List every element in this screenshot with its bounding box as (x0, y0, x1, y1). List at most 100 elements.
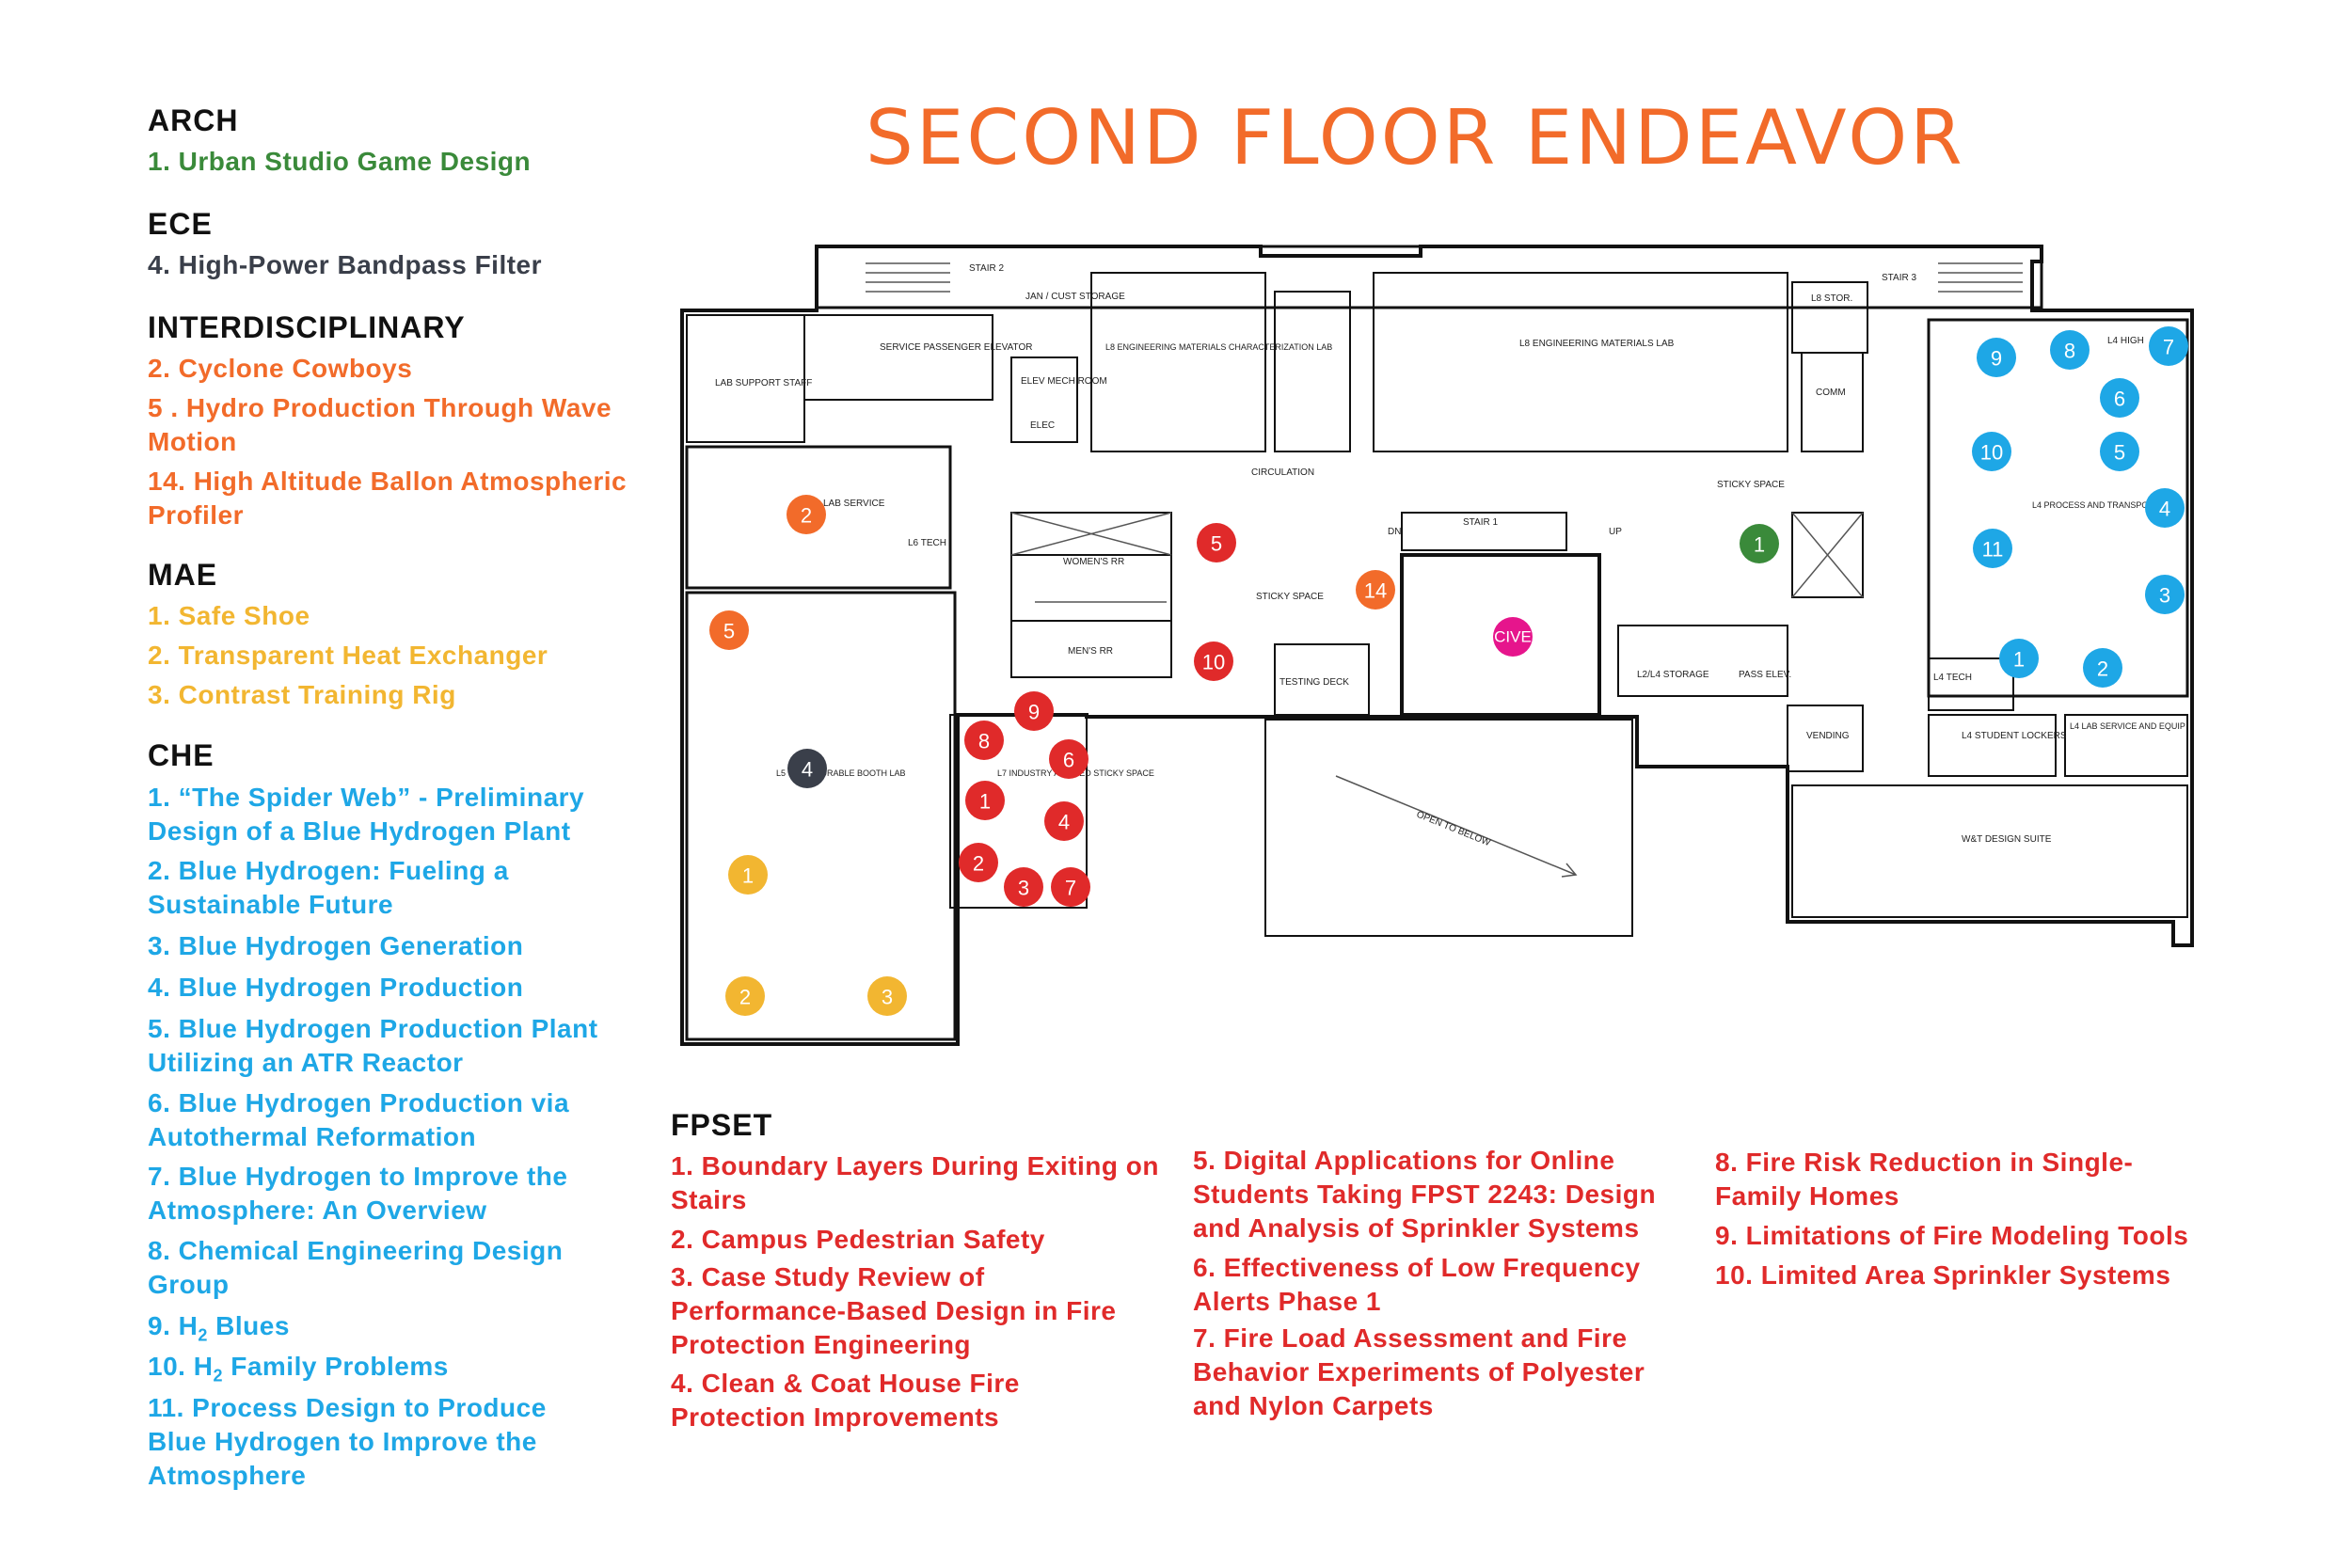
marker-che-8[interactable]: 8 (2050, 330, 2090, 370)
che-item-8: 8. Chemical Engineering Design Group (148, 1236, 564, 1299)
marker-che-6[interactable]: 6 (2100, 378, 2139, 418)
marker-label: 6 (2114, 388, 2125, 411)
marker-fpset-9[interactable]: 9 (1014, 691, 1054, 731)
marker-label: 2 (801, 504, 812, 528)
fpset-item-7: 7. Fire Load Assessment and Fire Behavio… (1193, 1323, 1645, 1420)
marker-fpset-5[interactable]: 5 (1197, 523, 1236, 562)
fpset-item-8: 8. Fire Risk Reduction in Single-Family … (1715, 1148, 2134, 1211)
marker-che-5[interactable]: 5 (2100, 432, 2139, 471)
marker-label: 10 (1202, 651, 1225, 674)
fpset-item-6: 6. Effectiveness of Low Frequency Alerts… (1193, 1253, 1641, 1316)
che-item-4: 4. Blue Hydrogen Production (148, 973, 524, 1002)
fpset-item-2: 2. Campus Pedestrian Safety (671, 1225, 1045, 1254)
marker-mae-1[interactable]: 1 (728, 855, 768, 895)
room-label-l8-stor: L8 STOR. (1811, 293, 1852, 304)
marker-label: 5 (723, 620, 735, 643)
marker-fpset-8[interactable]: 8 (964, 721, 1004, 760)
room-label-womens-rr: WOMEN'S RR (1063, 557, 1124, 567)
room-label-l8-characterization: L8 ENGINEERING MATERIALS CHARACTERIZATIO… (1105, 342, 1332, 352)
marker-label: 8 (978, 730, 990, 753)
che-item-6: 6. Blue Hydrogen Production via Autother… (148, 1088, 570, 1151)
section-heading-fpset: FPSET (671, 1108, 773, 1142)
room-label-stair-1: STAIR 1 (1463, 517, 1498, 528)
interdisciplinary-item-5: 5 . Hydro Production Through Wave Motion (148, 393, 612, 456)
room-label-service-elevator: SERVICE PASSENGER ELEVATOR (880, 342, 1032, 353)
che-item-1: 1. “The Spider Web” - Preliminary Design… (148, 783, 585, 846)
room-label-circulation: CIRCULATION (1251, 467, 1314, 478)
room-label-wt-design: W&T DESIGN SUITE (1962, 834, 2052, 845)
che-item-11: 11. Process Design to Produce Blue Hydro… (148, 1393, 547, 1490)
che-item-10: 10. H2 Family Problems (148, 1352, 449, 1386)
fpset-item-4: 4. Clean & Coat House Fire Protection Im… (671, 1369, 1020, 1432)
marker-che-9[interactable]: 9 (1977, 338, 2016, 377)
marker-mae-2[interactable]: 2 (725, 976, 765, 1016)
marker-fpset-3[interactable]: 3 (1004, 867, 1043, 907)
marker-label: 8 (2064, 340, 2075, 363)
room-label-l6-tech: L6 TECH (908, 538, 946, 548)
mae-item-1: 1. Safe Shoe (148, 601, 310, 630)
svg-text:CIVE: CIVE (1494, 628, 1532, 646)
fpset-item-10: 10. Limited Area Sprinkler Systems (1715, 1260, 2171, 1290)
fpset-item-9: 9. Limitations of Fire Modeling Tools (1715, 1221, 2189, 1250)
che-item-5: 5. Blue Hydrogen Production Plant Utiliz… (148, 1014, 598, 1077)
marker-label: 1 (742, 864, 754, 888)
room-label-l4-lockers: L4 STUDENT LOCKERS (1962, 731, 2067, 741)
marker-arch-1[interactable]: 1 (1740, 524, 1779, 563)
marker-fpset-10[interactable]: 10 (1194, 641, 1233, 681)
mae-item-2: 2. Transparent Heat Exchanger (148, 641, 548, 670)
marker-label: 2 (739, 986, 751, 1009)
arch-item-1: 1. Urban Studio Game Design (148, 147, 532, 176)
cive-marker[interactable]: CIVE (1493, 617, 1533, 657)
room-label-l5-booth-lab: L5 CONFIGURABLE BOOTH LAB (776, 768, 906, 778)
interdisciplinary-item-14: 14. High Altitude Ballon Atmospheric Pro… (148, 467, 628, 530)
ece-item-4: 4. High-Power Bandpass Filter (148, 250, 543, 279)
marker-fpset-7[interactable]: 7 (1051, 867, 1090, 907)
marker-che-2[interactable]: 2 (2083, 648, 2122, 688)
interdisciplinary-item-2: 2. Cyclone Cowboys (148, 354, 413, 383)
marker-che-10[interactable]: 10 (1972, 432, 2011, 471)
section-heading-ece: ECE (148, 207, 213, 241)
marker-label: 1 (979, 790, 991, 814)
marker-label: 1 (2013, 648, 2025, 672)
marker-fpset-2[interactable]: 2 (959, 843, 998, 882)
section-heading-mae: MAE (148, 558, 218, 592)
room-label-l8-materials: L8 ENGINEERING MATERIALS LAB (1519, 339, 1675, 349)
marker-che-4[interactable]: 4 (2145, 488, 2185, 528)
marker-che-7[interactable]: 7 (2149, 326, 2188, 366)
room-label-elev-mech: ELEV MECH ROOM (1021, 376, 1107, 387)
marker-label: 7 (2163, 336, 2174, 359)
room-label-stair-3: STAIR 3 (1882, 273, 1916, 283)
marker-mae-3[interactable]: 3 (867, 976, 907, 1016)
room-label-storage: L2/L4 STORAGE (1637, 670, 1709, 680)
marker-interdisciplinary-2[interactable]: 2 (787, 495, 826, 534)
marker-label: 2 (973, 852, 984, 876)
marker-label: 5 (2114, 441, 2125, 465)
floor-plan-details (866, 262, 2023, 878)
che-item-2: 2. Blue Hydrogen: Fueling a Sustainable … (148, 856, 509, 919)
room-label-comm: COMM (1816, 388, 1846, 398)
marker-interdisciplinary-14[interactable]: 14 (1356, 570, 1395, 610)
marker-label: 6 (1063, 749, 1074, 772)
room-label-mens-rr: MEN'S RR (1068, 646, 1113, 657)
room-label-open-to-below: OPEN TO BELOW (1415, 810, 1492, 849)
room-label-sticky-space-center: STICKY SPACE (1256, 592, 1324, 602)
marker-che-11[interactable]: 11 (1973, 529, 2012, 568)
marker-label: 4 (2159, 498, 2170, 521)
marker-label: 3 (2159, 584, 2170, 608)
marker-ece-4[interactable]: 4 (787, 749, 827, 788)
marker-fpset-6[interactable]: 6 (1049, 739, 1089, 779)
marker-label: 4 (1058, 811, 1070, 834)
marker-fpset-4[interactable]: 4 (1044, 801, 1084, 841)
room-label-l4-lab-service: L4 LAB SERVICE AND EQUIP (2070, 721, 2185, 731)
section-heading-che: CHE (148, 738, 215, 772)
fpset-item-1: 1. Boundary Layers During Exiting on Sta… (671, 1151, 1159, 1214)
section-heading-arch: ARCH (148, 103, 239, 137)
marker-che-1[interactable]: 1 (1999, 639, 2039, 678)
fpset-item-5: 5. Digital Applications for Online Stude… (1193, 1146, 1657, 1243)
room-label-jan-cust: JAN / CUST STORAGE (1025, 292, 1125, 302)
marker-label: 1 (1754, 533, 1765, 557)
room-label-lab-support: LAB SUPPORT STAFF (715, 378, 812, 388)
marker-che-3[interactable]: 3 (2145, 575, 2185, 614)
marker-interdisciplinary-5[interactable]: 5 (709, 610, 749, 650)
marker-fpset-1[interactable]: 1 (965, 781, 1005, 820)
